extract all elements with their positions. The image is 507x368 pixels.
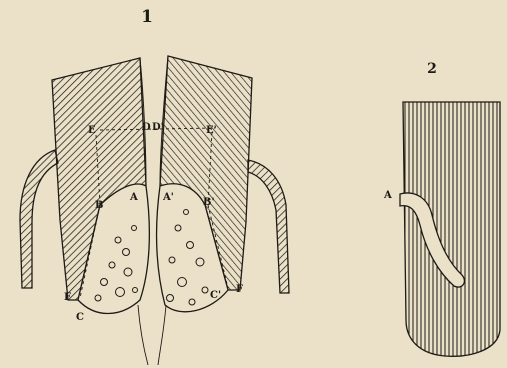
label-e-left: E — [88, 125, 96, 136]
label-a-right: A' — [162, 192, 174, 203]
figure-2-number: 2 — [427, 61, 437, 77]
label-b-left: B — [95, 200, 103, 211]
tail-line-left — [138, 305, 148, 365]
label-c-left: C — [76, 312, 84, 323]
label-a: A — [383, 190, 392, 201]
label-d-prime: D' — [152, 122, 164, 133]
right-arm — [248, 160, 289, 293]
label-a-left: A — [129, 192, 138, 203]
label-d: D — [142, 122, 151, 133]
label-e-right: E' — [206, 125, 217, 136]
figure-1-number: 1 — [141, 7, 153, 27]
figure-2: 2 A — [383, 61, 500, 356]
figure-1: 1 — [20, 7, 289, 365]
label-c-right: C' — [210, 290, 221, 301]
label-f-left: F — [64, 292, 71, 303]
left-arm — [20, 150, 58, 288]
tail-line-right — [158, 305, 166, 365]
striated-block — [403, 102, 500, 356]
label-f-right: F — [236, 284, 243, 295]
label-b-right: B' — [203, 197, 215, 208]
